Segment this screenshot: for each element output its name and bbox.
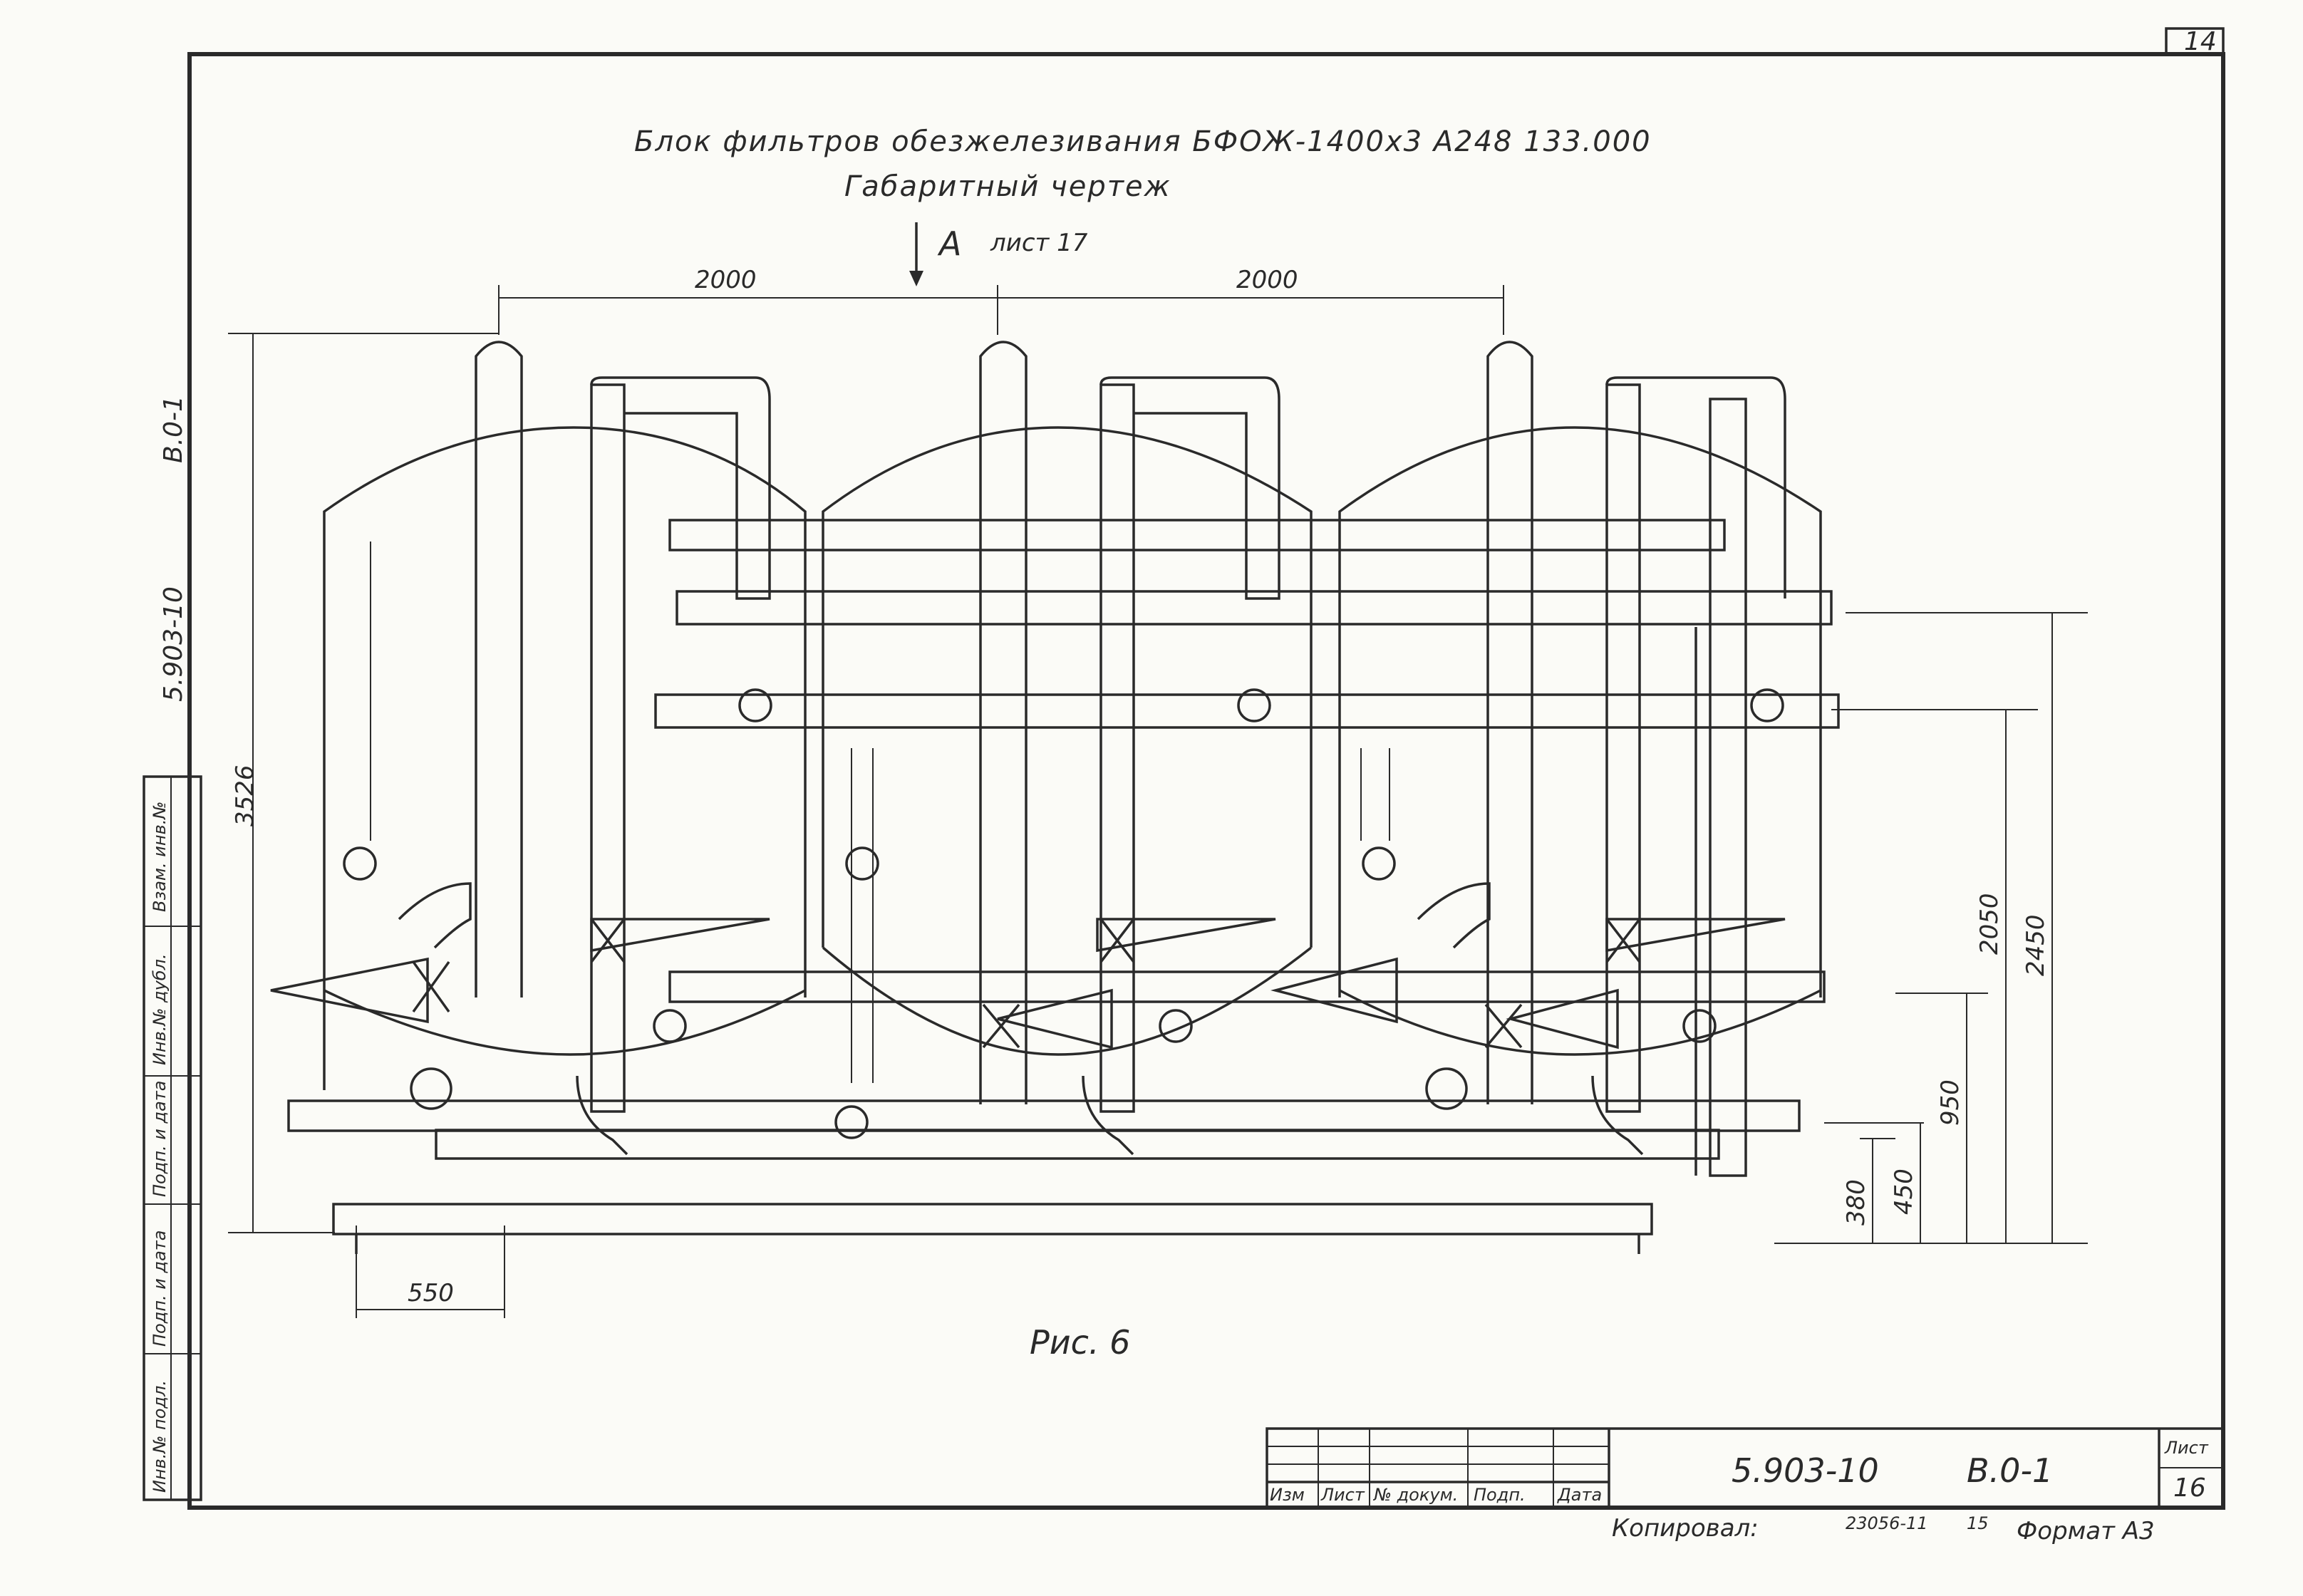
dim-950: 950 [1936, 1079, 1965, 1126]
footer-num: 15 [1967, 1513, 1989, 1533]
riser-3 [1605, 383, 1641, 1113]
pressure-gauge-2 [845, 846, 879, 881]
tb-header-list: Лист [1320, 1485, 1365, 1505]
title-block [1266, 1427, 2225, 1509]
filter-tank-1 [323, 426, 807, 1090]
dim-380: 380 [1842, 1179, 1870, 1226]
fitting-6 [1750, 688, 1784, 722]
figure-caption: Рис. 6 [1030, 1323, 1130, 1362]
left-stamp-strip [143, 775, 202, 1501]
dim-2050: 2050 [1975, 893, 2004, 955]
tb-header-doc: № докум. [1372, 1485, 1458, 1505]
stamp-cell-3: Подп. и дата [150, 1081, 170, 1198]
drawing-title: Блок фильтров обезжелезивания БФОЖ-1400х… [634, 125, 1652, 158]
vent-pipe-2 [979, 341, 1028, 1104]
top-elbow-1 [590, 376, 771, 600]
riser-2 [1099, 383, 1135, 1113]
tb-header-izm: Изм [1270, 1485, 1305, 1505]
valve-3c [1506, 988, 1619, 1050]
fitting-5 [1237, 688, 1271, 722]
dim-2450: 2450 [2022, 914, 2050, 976]
stamp-cell-5: Инв.№ подл. [150, 1380, 170, 1493]
tb-sheet-number: 16 [2173, 1473, 2206, 1503]
skid-frame [332, 1203, 1653, 1235]
footer-order: 23056-11 [1846, 1513, 1928, 1533]
footer-copied: Копировал: [1612, 1514, 1759, 1543]
fitting-3 [1682, 1009, 1717, 1043]
corner-number-box [2165, 27, 2225, 56]
dimension-top [498, 285, 1504, 335]
dim-right-stack [1774, 612, 2088, 1244]
tb-header-sign: Подп. [1474, 1485, 1526, 1505]
manifold-upper [668, 519, 1726, 551]
drawing-subtitle: Габаритный чертеж [844, 170, 1171, 203]
pressure-gauge-3 [1362, 846, 1396, 881]
manifold-lower [668, 970, 1826, 1003]
valve-body-3 [1484, 1003, 1523, 1049]
view-reference: лист 17 [990, 229, 1088, 257]
vent-pipe-3 [1486, 341, 1533, 1104]
valve-2a [1096, 918, 1276, 953]
elbow-1 [398, 882, 472, 949]
valve-1a [270, 957, 429, 1024]
outer-frame [187, 52, 2225, 1510]
tb-sheet-label: Лист [2164, 1438, 2209, 1458]
fitting-1 [653, 1009, 687, 1043]
dim-total-height: 3526 [231, 765, 259, 826]
elbow-drain-2 [1082, 1075, 1134, 1156]
elbow-drain-1 [576, 1075, 628, 1156]
stamp-cell-4: Подп. и дата [150, 1230, 170, 1347]
manifold-rinse [654, 693, 1840, 729]
valve-body-1 [412, 960, 450, 1013]
dim-spacing-right: 2000 [1236, 266, 1298, 294]
view-marker: А [937, 224, 961, 263]
pressure-gauge-1 [343, 846, 377, 881]
tb-header-date: Дата [1557, 1485, 1602, 1505]
drain-pipe [435, 1129, 1720, 1160]
filter-tank-2 [822, 426, 1313, 948]
tb-edition: В.0-1 [1967, 1451, 2053, 1490]
side-series: 5.903-10 [159, 586, 188, 702]
stamp-cell-1: Взам. инв.№ [150, 802, 170, 912]
filter-tank-3 [1338, 426, 1822, 998]
valve-2c [997, 988, 1113, 1050]
collector-pipe [287, 1099, 1801, 1132]
dim-450: 450 [1890, 1168, 1918, 1215]
view-arrow-head [909, 271, 923, 286]
top-elbow-2 [1099, 376, 1280, 600]
vent-pipe-1 [475, 341, 523, 998]
valve-2b [1270, 957, 1398, 1024]
fitting-4 [738, 688, 772, 722]
page-corner-number: 14 [2184, 27, 2217, 56]
manifold-mid [676, 590, 1833, 626]
elbow-3 [1417, 882, 1491, 949]
riser-1 [590, 383, 626, 1113]
valve-body-2 [982, 1003, 1020, 1049]
filter-block-drawing [270, 341, 1840, 1254]
elbow-drain-3 [1591, 1075, 1644, 1156]
fitting-2 [1159, 1009, 1193, 1043]
pump-1 [410, 1067, 452, 1110]
dim-offset-left: 550 [408, 1279, 454, 1307]
pump-3 [1425, 1067, 1468, 1110]
drain-fitting [834, 1105, 869, 1139]
top-elbow-3 [1605, 376, 1786, 598]
footer-format: Формат А3 [2017, 1517, 2155, 1545]
valve-1b [590, 918, 770, 953]
tb-code: 5.903-10 [1732, 1451, 1879, 1490]
side-edition: В.0-1 [159, 395, 188, 463]
stamp-cell-2: Инв.№ дубл. [150, 953, 170, 1065]
dim-spacing-left: 2000 [695, 266, 757, 294]
rinse-riser [1709, 398, 1747, 1177]
